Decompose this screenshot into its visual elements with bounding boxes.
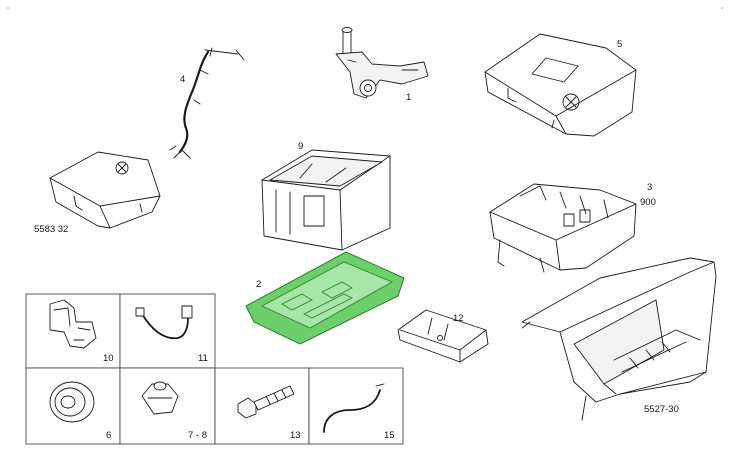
cable-harness-part[interactable]	[169, 47, 245, 159]
battery-part[interactable]	[261, 149, 391, 251]
fuse-box-cover-part[interactable]	[484, 33, 637, 137]
grommet-part[interactable]	[49, 381, 95, 423]
fuse-box-part[interactable]	[489, 183, 637, 273]
callout-3-code: 900	[640, 197, 656, 208]
callout-10: 10	[103, 353, 114, 364]
callout-15: 15	[384, 430, 395, 441]
step-part[interactable]	[521, 257, 717, 421]
bolt-part[interactable]	[237, 385, 295, 419]
callout-2: 2	[256, 279, 261, 290]
clip-part[interactable]	[49, 299, 97, 349]
callout-13: 13	[290, 430, 301, 441]
grid-cell-11[interactable]	[119, 293, 216, 369]
strap-part[interactable]	[135, 305, 193, 340]
callout-7-8: 7 - 8	[188, 430, 207, 441]
battery-tray-part[interactable]	[245, 251, 405, 345]
callout-11: 11	[198, 353, 208, 364]
callout-9: 9	[298, 141, 303, 152]
callout-12: 12	[453, 313, 464, 324]
callout-1: 1	[406, 92, 411, 103]
nut-part[interactable]	[141, 381, 179, 415]
callout-6: 6	[106, 430, 111, 441]
callout-3: 3	[647, 182, 652, 193]
callout-5: 5	[617, 39, 622, 50]
corner-mark	[721, 7, 723, 9]
callout-5583-32: 5583 32	[34, 224, 68, 235]
wire-part[interactable]	[323, 383, 385, 433]
corner-mark	[7, 7, 9, 9]
callout-4: 4	[180, 74, 185, 85]
callout-5527-30: 5527-30	[644, 404, 679, 415]
bracket-part[interactable]	[397, 309, 489, 363]
battery-cover-part[interactable]	[49, 151, 161, 229]
battery-terminal-part[interactable]	[335, 27, 429, 99]
